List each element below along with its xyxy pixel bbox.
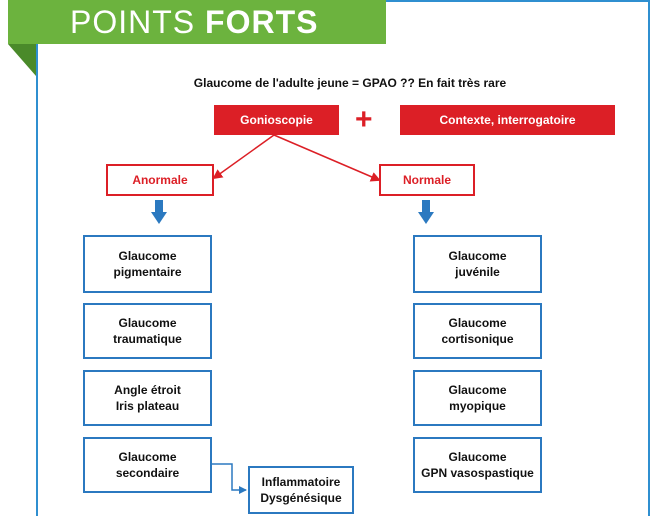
- banner-bold-text: FORTS: [205, 4, 319, 40]
- right-box-4-line2: GPN vasospastique: [421, 466, 534, 480]
- right-box-3-line2: myopique: [449, 399, 506, 413]
- arrow-to-anormale: [212, 134, 275, 180]
- left-box-1: Glaucome pigmentaire: [83, 235, 212, 293]
- frame-top-border: [386, 0, 650, 2]
- points-forts-banner: POINTS FORTS: [8, 0, 386, 44]
- down-arrow-right: [418, 200, 434, 224]
- contexte-box: Contexte, interrogatoire: [400, 105, 615, 135]
- arrow-to-normale: [273, 134, 381, 182]
- sub-box-line1: Inflammatoire: [261, 475, 341, 489]
- right-box-3-line1: Glaucome: [448, 383, 507, 397]
- right-box-1-line2: juvénile: [455, 265, 500, 279]
- down-arrow-left: [151, 200, 167, 224]
- left-box-4: Glaucome secondaire: [83, 437, 212, 493]
- left-box-3: Angle étroit Iris plateau: [83, 370, 212, 426]
- left-box-2: Glaucome traumatique: [83, 303, 212, 359]
- left-box-3-line2: Iris plateau: [115, 399, 180, 413]
- left-box-2-line2: traumatique: [113, 332, 182, 346]
- plus-sign: +: [355, 103, 373, 136]
- left-box-1-line2: pigmentaire: [113, 265, 182, 279]
- left-box-2-line1: Glaucome: [118, 316, 177, 330]
- right-box-2: Glaucome cortisonique: [413, 303, 542, 359]
- right-box-4: Glaucome GPN vasospastique: [413, 437, 542, 493]
- banner-light-text: POINTS: [70, 4, 196, 40]
- right-box-1: Glaucome juvénile: [413, 235, 542, 293]
- left-box-4-line1: Glaucome: [118, 450, 177, 464]
- gonioscopie-box: Gonioscopie: [214, 105, 339, 135]
- left-box-4-line2: secondaire: [115, 466, 180, 480]
- left-box-3-line1: Angle étroit: [114, 383, 181, 397]
- right-box-3: Glaucome myopique: [413, 370, 542, 426]
- right-box-1-line1: Glaucome: [448, 249, 507, 263]
- sub-box-line2: Dysgénésique: [260, 491, 342, 505]
- anormale-box: Anormale: [106, 164, 214, 196]
- sub-box: Inflammatoire Dysgénésique: [248, 466, 354, 514]
- normale-box: Normale: [379, 164, 475, 196]
- right-box-2-line2: cortisonique: [441, 332, 514, 346]
- arrow-to-sub-box: [212, 463, 247, 494]
- diagram-heading: Glaucome de l'adulte jeune = GPAO ?? En …: [193, 76, 507, 90]
- frame-right-border: [648, 0, 650, 516]
- right-box-2-line1: Glaucome: [448, 316, 507, 330]
- left-box-1-line1: Glaucome: [118, 249, 177, 263]
- banner-fold: [8, 44, 36, 76]
- right-box-4-line1: Glaucome: [448, 450, 507, 464]
- frame-left-border: [36, 44, 38, 516]
